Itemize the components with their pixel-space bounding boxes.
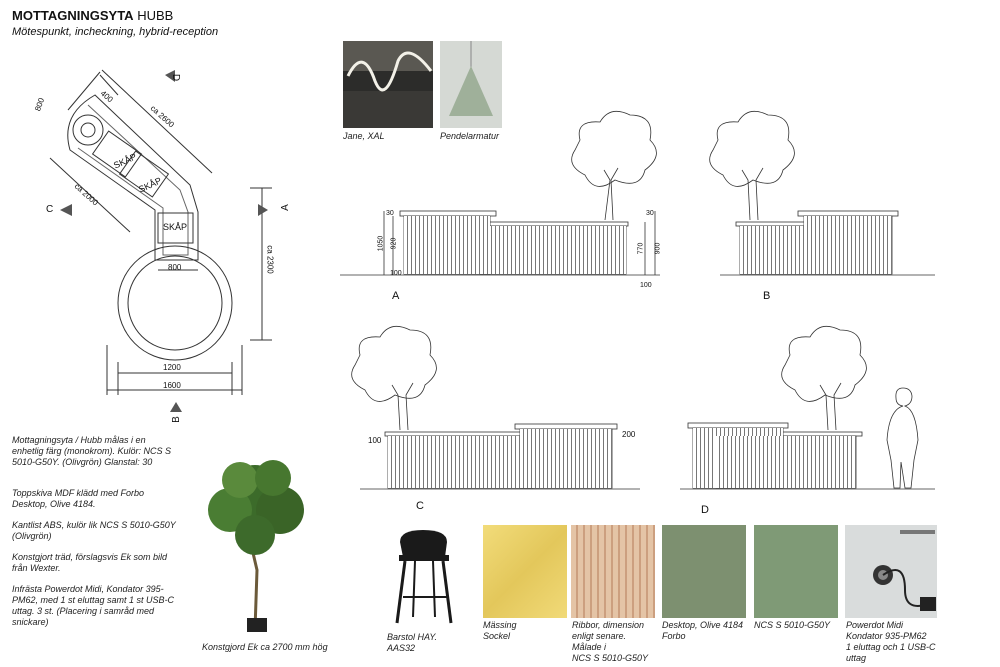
- note-5: Infrästa Powerdot Midi, Kondator 395-PM6…: [12, 584, 175, 627]
- ncs-caption: NCS S 5010-G50Y: [754, 620, 831, 630]
- slat-panel-d2: [716, 436, 856, 488]
- dim-a-30: 30: [386, 210, 394, 217]
- powerdot-photo: [845, 525, 937, 618]
- elevation-label-b: B: [763, 290, 771, 302]
- dim-a-920: 920: [390, 237, 398, 250]
- pendant-photo: [440, 41, 502, 128]
- jane-lamp-photo: [343, 41, 433, 128]
- page-subtitle: Mötespunkt, incheckning, hybrid-receptio…: [12, 26, 219, 38]
- artificial-tree-photo: [208, 460, 304, 632]
- slats-caption: Ribbor, dimension enligt senare. Målade …: [572, 620, 649, 663]
- dim-c-200: 200: [622, 430, 636, 439]
- powerdot-caption: Powerdot Midi Kondator 935-PM62 1 elutta…: [846, 620, 936, 663]
- dim-c-100: 100: [368, 436, 382, 445]
- note-4: Konstgjort träd, förslagsvis Ek som bild…: [12, 552, 168, 573]
- dim-2300: ca 2300: [265, 245, 275, 274]
- view-label-a: A: [279, 204, 291, 211]
- slat-panel-a2: [480, 226, 626, 274]
- slat-panel-c1: [388, 436, 533, 488]
- view-label-d: D: [170, 73, 182, 82]
- brass-caption: Mässing Sockel: [483, 620, 517, 641]
- dim-a-770: 770: [637, 242, 645, 255]
- dim-a-1050: 1050: [377, 235, 385, 252]
- pendant-caption: Pendelarmatur: [440, 131, 500, 141]
- desktop-olive-caption: Desktop, Olive 4184 Forbo: [662, 620, 744, 641]
- dim-1600: 1600: [163, 381, 181, 390]
- elevation-label-a: A: [392, 290, 400, 302]
- barstool-photo: [395, 530, 453, 624]
- dim-a-100b: 100: [640, 282, 652, 289]
- elevation-label-d: D: [701, 504, 709, 516]
- note-1: Mottagningsyta / Hubb målas i en enhetli…: [12, 435, 172, 467]
- cabinet-label-3: SKÅP: [163, 222, 188, 232]
- title-rest: HUBB: [133, 8, 174, 23]
- floor-plan: [49, 69, 272, 412]
- dim-a-30b: 30: [646, 210, 654, 217]
- jane-lamp-icon: [343, 41, 433, 128]
- dim-800-mid: 800: [168, 263, 182, 272]
- page-title: MOTTAGNINGSYTA HUBB: [12, 8, 173, 23]
- note-2: Toppskiva MDF klädd med Forbo Desktop, O…: [12, 488, 145, 509]
- note-3: Kantlist ABS, kulör lik NCS S 5010-G50Y …: [12, 520, 176, 541]
- dim-a-900: 900: [654, 242, 662, 255]
- jane-caption: Jane, XAL: [343, 131, 385, 141]
- slats-swatch: [571, 525, 655, 618]
- slat-panel-c2: [520, 429, 612, 488]
- ncs-swatch: [754, 525, 838, 618]
- desktop-olive-swatch: [662, 525, 746, 618]
- pendant-lamp-icon: [449, 41, 493, 116]
- view-label-c: C: [46, 204, 54, 215]
- slat-panel-b1: [804, 216, 892, 274]
- view-label-b: B: [170, 416, 182, 423]
- dim-1200: 1200: [163, 363, 181, 372]
- elevation-label-c: C: [416, 500, 424, 512]
- tree-caption: Konstgjord Ek ca 2700 mm hög: [202, 642, 328, 652]
- slat-panel-a1: [404, 216, 490, 274]
- title-bold: MOTTAGNINGSYTA: [12, 8, 134, 23]
- brass-swatch: [483, 525, 567, 618]
- dim-a-100: 100: [390, 270, 402, 277]
- barstool-caption: Barstol HAY. AAS32: [387, 632, 438, 653]
- slat-panel-b2: [740, 226, 806, 274]
